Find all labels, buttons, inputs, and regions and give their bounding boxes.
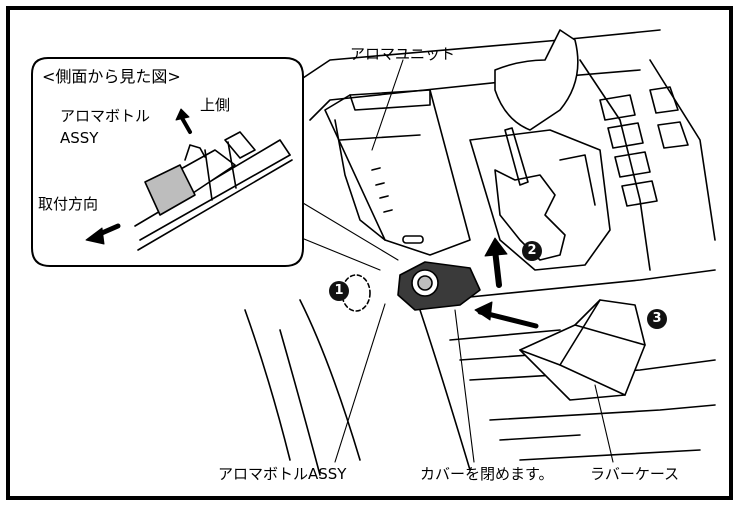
step-3-badge: 3 — [647, 309, 667, 329]
arrows — [474, 237, 539, 329]
rubber-case-label: ラバーケース — [590, 465, 680, 483]
aroma-unit-tray — [324, 89, 471, 256]
step-1-badge: 1 — [329, 281, 349, 301]
rubber-case — [519, 299, 646, 401]
aroma-bottle-assy-label: アロマボトルASSY — [218, 465, 347, 483]
close-cover-label: カバーを閉めます。 — [420, 465, 554, 483]
inset-bottle-label: アロマボトル — [60, 107, 151, 125]
inset-title: <側面から見た図> — [42, 67, 181, 86]
mount-direction-label: 取付方向 — [38, 195, 99, 213]
shift-lever — [469, 29, 611, 271]
step-2-badge: 2 — [522, 241, 542, 261]
aroma-bottle-main — [341, 261, 481, 312]
upper-side-label: 上側 — [200, 96, 231, 114]
side-vents — [599, 86, 689, 207]
inset-bottle-label-assy: ASSY — [60, 129, 99, 147]
inset-panel — [31, 57, 304, 267]
aroma-unit-label: アロマユニット — [350, 45, 456, 63]
leader-lines — [281, 59, 614, 463]
console-outline — [244, 29, 716, 476]
